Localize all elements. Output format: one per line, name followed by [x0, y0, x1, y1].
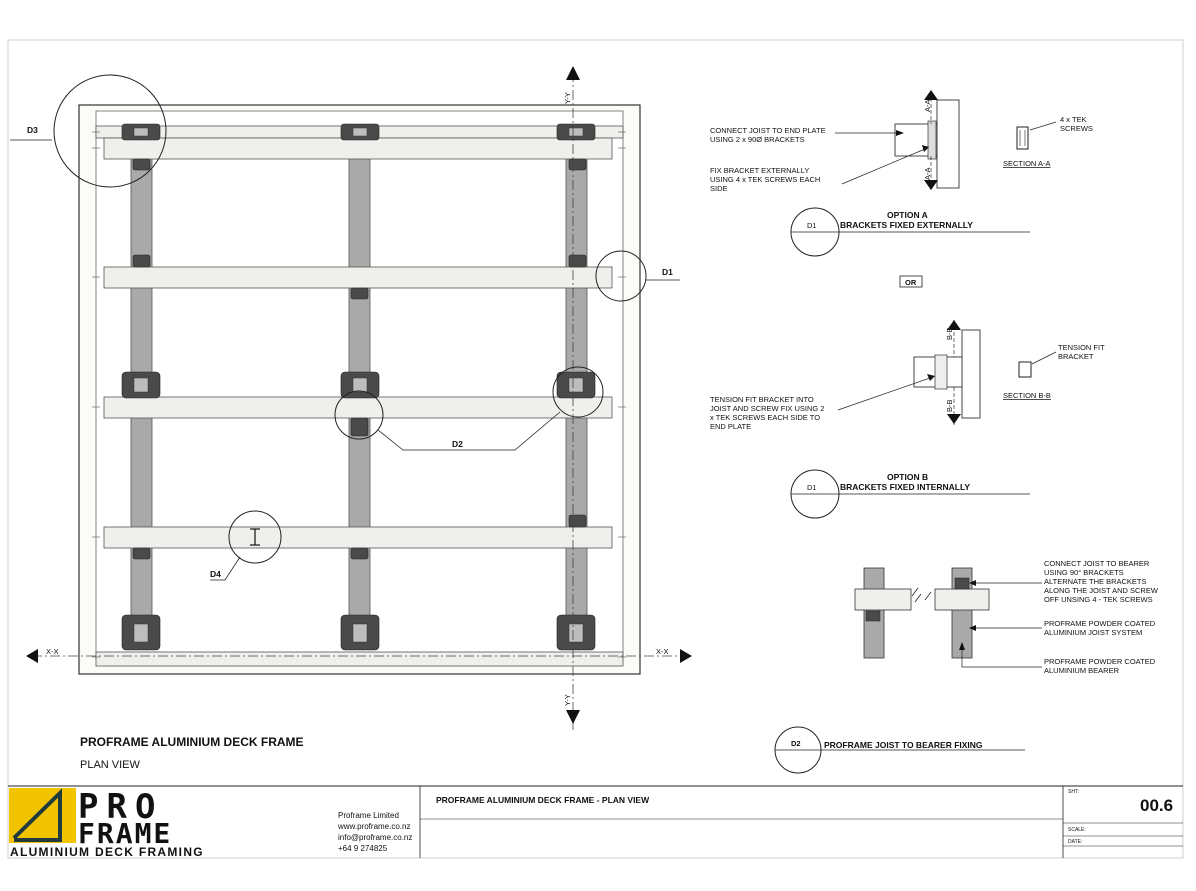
bracket: [132, 158, 151, 171]
bracket: [568, 158, 587, 171]
option-a-note-1: CONNECT JOIST TO END PLATE USING 2 x 90Ø…: [710, 126, 828, 144]
bracket-internal: [934, 354, 948, 390]
svg-text:A-A: A-A: [923, 167, 932, 180]
company-name: Proframe Limited: [338, 811, 399, 820]
logo-tagline: ALUMINIUM DECK FRAMING: [10, 845, 204, 859]
d2-note-1: CONNECT JOIST TO BEARER USING 90° BRACKE…: [1044, 559, 1160, 604]
sheet-number: 00.6: [1140, 796, 1173, 815]
option-a-note-2: FIX BRACKET EXTERNALLY USING 4 x TEK SCR…: [710, 166, 822, 193]
bracket: [350, 547, 369, 560]
callout-d2-circle-right: [552, 366, 604, 418]
callout-d4-circle: [228, 510, 282, 564]
joists: [95, 125, 624, 667]
bracket: [350, 417, 369, 437]
tek-screws-note: 4 x TEK SCREWS: [1060, 115, 1093, 133]
option-b-title-1: OPTION B: [887, 472, 928, 482]
bracket: [568, 254, 587, 268]
option-b-ref: D1: [807, 483, 817, 492]
section-b-bracket: [1018, 361, 1032, 378]
axis-x-left-label: X-X: [46, 647, 59, 656]
callout-d4-label: D4: [210, 569, 221, 579]
end-plate: [961, 329, 981, 419]
section-a-a-title: SECTION A-A: [1003, 159, 1051, 168]
joist-3: [103, 266, 613, 289]
bracket: [568, 514, 587, 528]
plan-title: PROFRAME ALUMINIUM DECK FRAME: [80, 735, 304, 749]
axis-y-bottom-label: Y-Y: [563, 694, 572, 706]
plan-view: Y-Y Y-Y X-X X-X D3 D1 D2 D4 PROFRAME ALU…: [10, 66, 692, 771]
option-b-detail: B-B B-B TENSION FIT BRACKET SECTION B-B …: [710, 320, 1107, 519]
axis-y-bottom-arrow: [566, 710, 580, 724]
option-a-ref: D1: [807, 221, 817, 230]
logo-pro: PRO: [78, 787, 163, 827]
bracket: [350, 287, 369, 300]
callout-d3-label: D3: [27, 125, 38, 135]
plan-subtitle: PLAN VIEW: [80, 759, 141, 771]
axis-x-right-label: X-X: [656, 647, 669, 656]
callout-d1-label: D1: [662, 267, 673, 277]
i-section-symbol: [250, 528, 260, 546]
section-a-bracket: [1016, 126, 1029, 150]
joist-right-section: [934, 588, 990, 611]
joist-4: [103, 396, 613, 419]
joist-left-section: [854, 588, 912, 611]
axis-y-top-label: Y-Y: [563, 92, 572, 104]
logo-mark: [12, 788, 62, 842]
d2-note-3: PROFRAME POWDER COATED ALUMINIUM BEARER: [1044, 657, 1157, 675]
proframe-logo: PRO FRAME ALUMINIUM DECK FRAMING: [9, 787, 262, 859]
option-b-note-1: TENSION FIT BRACKET INTO JOIST AND SCREW…: [710, 395, 827, 431]
axis-x-left-arrow: [26, 649, 38, 663]
or-box: [899, 275, 923, 288]
callout-d1-circle: [595, 250, 647, 302]
date-label: DATE:: [1068, 839, 1082, 845]
option-a-title-1: OPTION A: [887, 210, 928, 220]
d2-ref: D2: [791, 739, 801, 748]
tick-marks: [92, 131, 626, 658]
sheet-label: SHT:: [1068, 789, 1079, 795]
d2-note-2: PROFRAME POWDER COATED ALUMINIUM JOIST S…: [1044, 619, 1157, 637]
tension-fit-note: TENSION FIT BRACKET: [1058, 343, 1107, 361]
option-a-title-2: BRACKETS FIXED EXTERNALLY: [840, 220, 973, 230]
title-block: PRO FRAME ALUMINIUM DECK FRAMING Profram…: [8, 785, 1183, 859]
svg-text:A-A: A-A: [923, 99, 932, 112]
svg-text:B-B: B-B: [945, 327, 954, 340]
section-b-b-title: SECTION B-B: [1003, 391, 1051, 400]
joist-6: [95, 651, 624, 667]
bracket-external: [927, 120, 937, 160]
centre-lines: [32, 72, 686, 730]
bracket: [132, 254, 151, 268]
axis-y-top-arrow: [566, 66, 580, 80]
svg-text:B-B: B-B: [945, 399, 954, 412]
bracket-highlights: [133, 127, 584, 643]
option-b-title-2: BRACKETS FIXED INTERNALLY: [840, 482, 970, 492]
drawing-title: PROFRAME ALUMINIUM DECK FRAME - PLAN VIE…: [436, 795, 650, 805]
callout-d2-circle-middle: [334, 390, 384, 440]
company-phone: +64 9 274825: [338, 844, 388, 853]
axis-x-right-arrow: [680, 649, 692, 663]
end-plate: [936, 99, 960, 189]
option-a-detail: A-A A-A CONNECT JOIST TO END PLATE USING…: [710, 90, 1093, 257]
logo-frame: FRAME: [78, 817, 172, 850]
company-email: info@proframe.co.nz: [338, 833, 412, 842]
or-label: OR: [905, 278, 917, 287]
callout-d2-label: D2: [452, 439, 463, 449]
company-website: www.proframe.co.nz: [337, 822, 410, 831]
joist-5: [103, 526, 613, 549]
bracket: [132, 547, 151, 560]
callout-d3-circle: [53, 74, 167, 188]
scale-label: SCALE:: [1068, 827, 1086, 833]
joist-2: [103, 137, 613, 160]
d2-title: PROFRAME JOIST TO BEARER FIXING: [824, 740, 983, 750]
d2-detail: CONNECT JOIST TO BEARER USING 90° BRACKE…: [774, 559, 1160, 774]
